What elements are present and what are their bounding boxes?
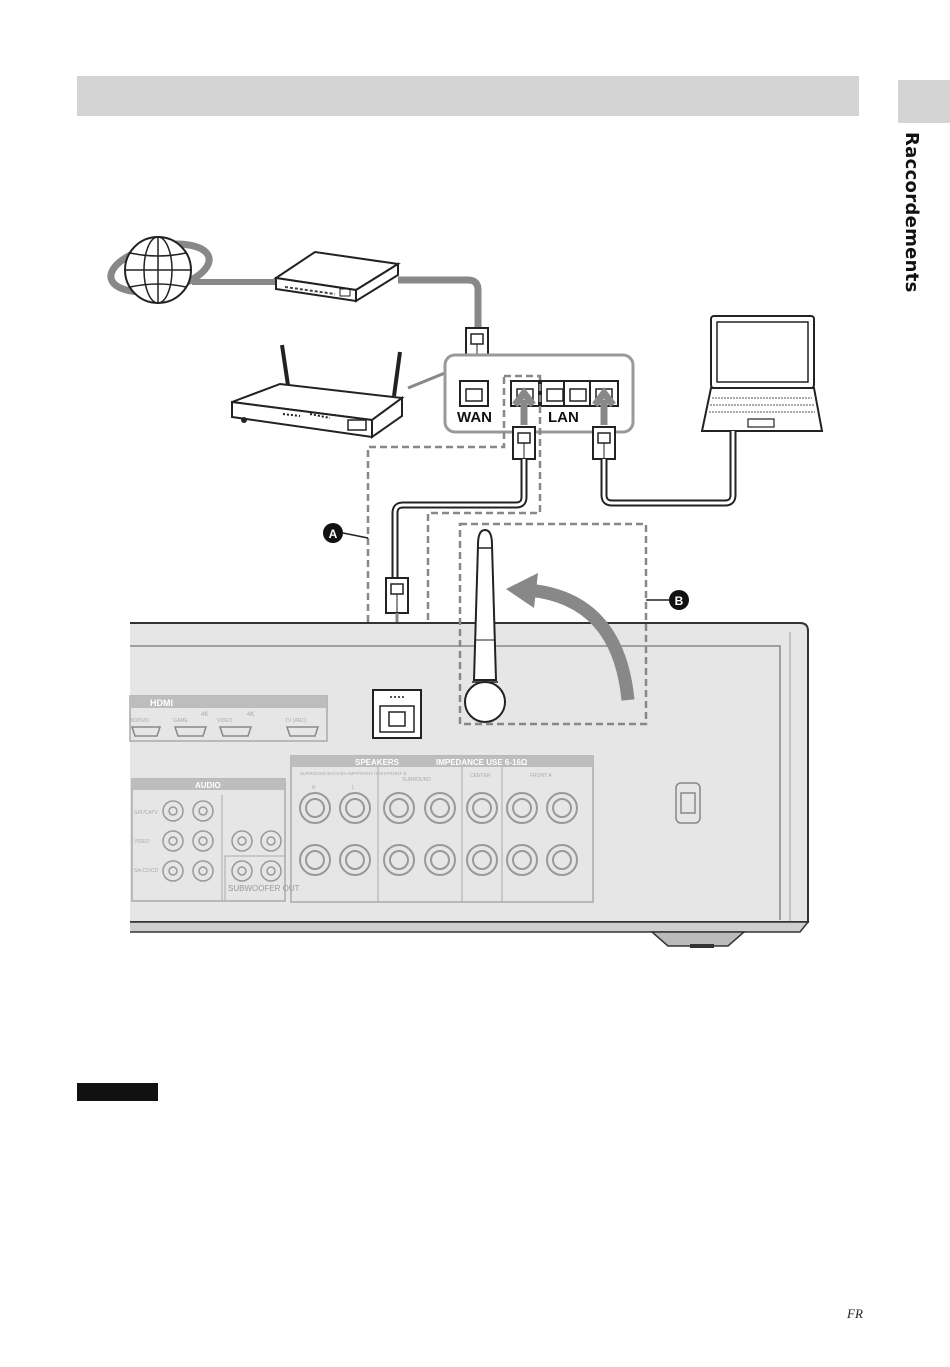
callout-a-letter: A [329, 527, 338, 541]
speaker-channel-l: L [352, 785, 355, 791]
note-heading-bar [77, 1083, 158, 1101]
page-language-code: FR [847, 1306, 863, 1322]
speakers-group-label: SPEAKERS [355, 758, 400, 767]
hdmi-4k-label-1: 4K [201, 712, 208, 718]
receiver-cable-connector [386, 578, 408, 613]
lan1-cable-connector [513, 427, 535, 459]
speaker-group-label-2: SURROUND [402, 777, 431, 783]
hdmi-port-label-3: VIDEO [217, 718, 233, 724]
callout-a-leader [343, 533, 368, 538]
audio-group-label: AUDIO [195, 781, 221, 790]
subwoofer-label: SUBWOOFER OUT [228, 884, 300, 893]
audio-row-label-1: SAT/CATV [134, 810, 158, 816]
lan-cable-to-receiver [395, 459, 524, 578]
antenna-rotate-arrowhead [506, 573, 538, 608]
speaker-group-label-1: SURROUND BACK/BI-AMP/FRONT HIGH/FRONT B [300, 771, 406, 776]
lan-port-label: LAN [548, 409, 579, 426]
impedance-label: IMPEDANCE USE 6-16Ω [436, 758, 528, 767]
router-zoom-pointer [408, 373, 445, 388]
hdmi-group-label: HDMI [150, 698, 173, 708]
laptop-cable [604, 431, 733, 503]
internet-globe-icon [107, 236, 214, 303]
audio-row-label-2: VIDEO [134, 839, 150, 845]
lan4-cable-connector [593, 427, 615, 459]
modem-icon [276, 252, 398, 301]
callout-b-letter: B [675, 594, 684, 608]
hdmi-port-label-4: TV (ARC) [285, 718, 307, 724]
wireless-router-icon [232, 345, 402, 437]
hdmi-port-label-1: BD/DVD [130, 718, 149, 724]
laptop-computer-icon [702, 316, 822, 431]
hdmi-port-label-2: GAME [173, 718, 188, 724]
hdmi-4k-label-2: 4K [247, 712, 254, 718]
audio-row-label-3: SA-CD/CD [134, 868, 159, 874]
speaker-group-label-3: CENTER [470, 773, 491, 779]
wan-port-label: WAN [457, 409, 492, 426]
speaker-group-label-4: FRONT A [530, 773, 552, 779]
wan-cable [398, 280, 478, 328]
speaker-channel-r: R [312, 785, 316, 791]
